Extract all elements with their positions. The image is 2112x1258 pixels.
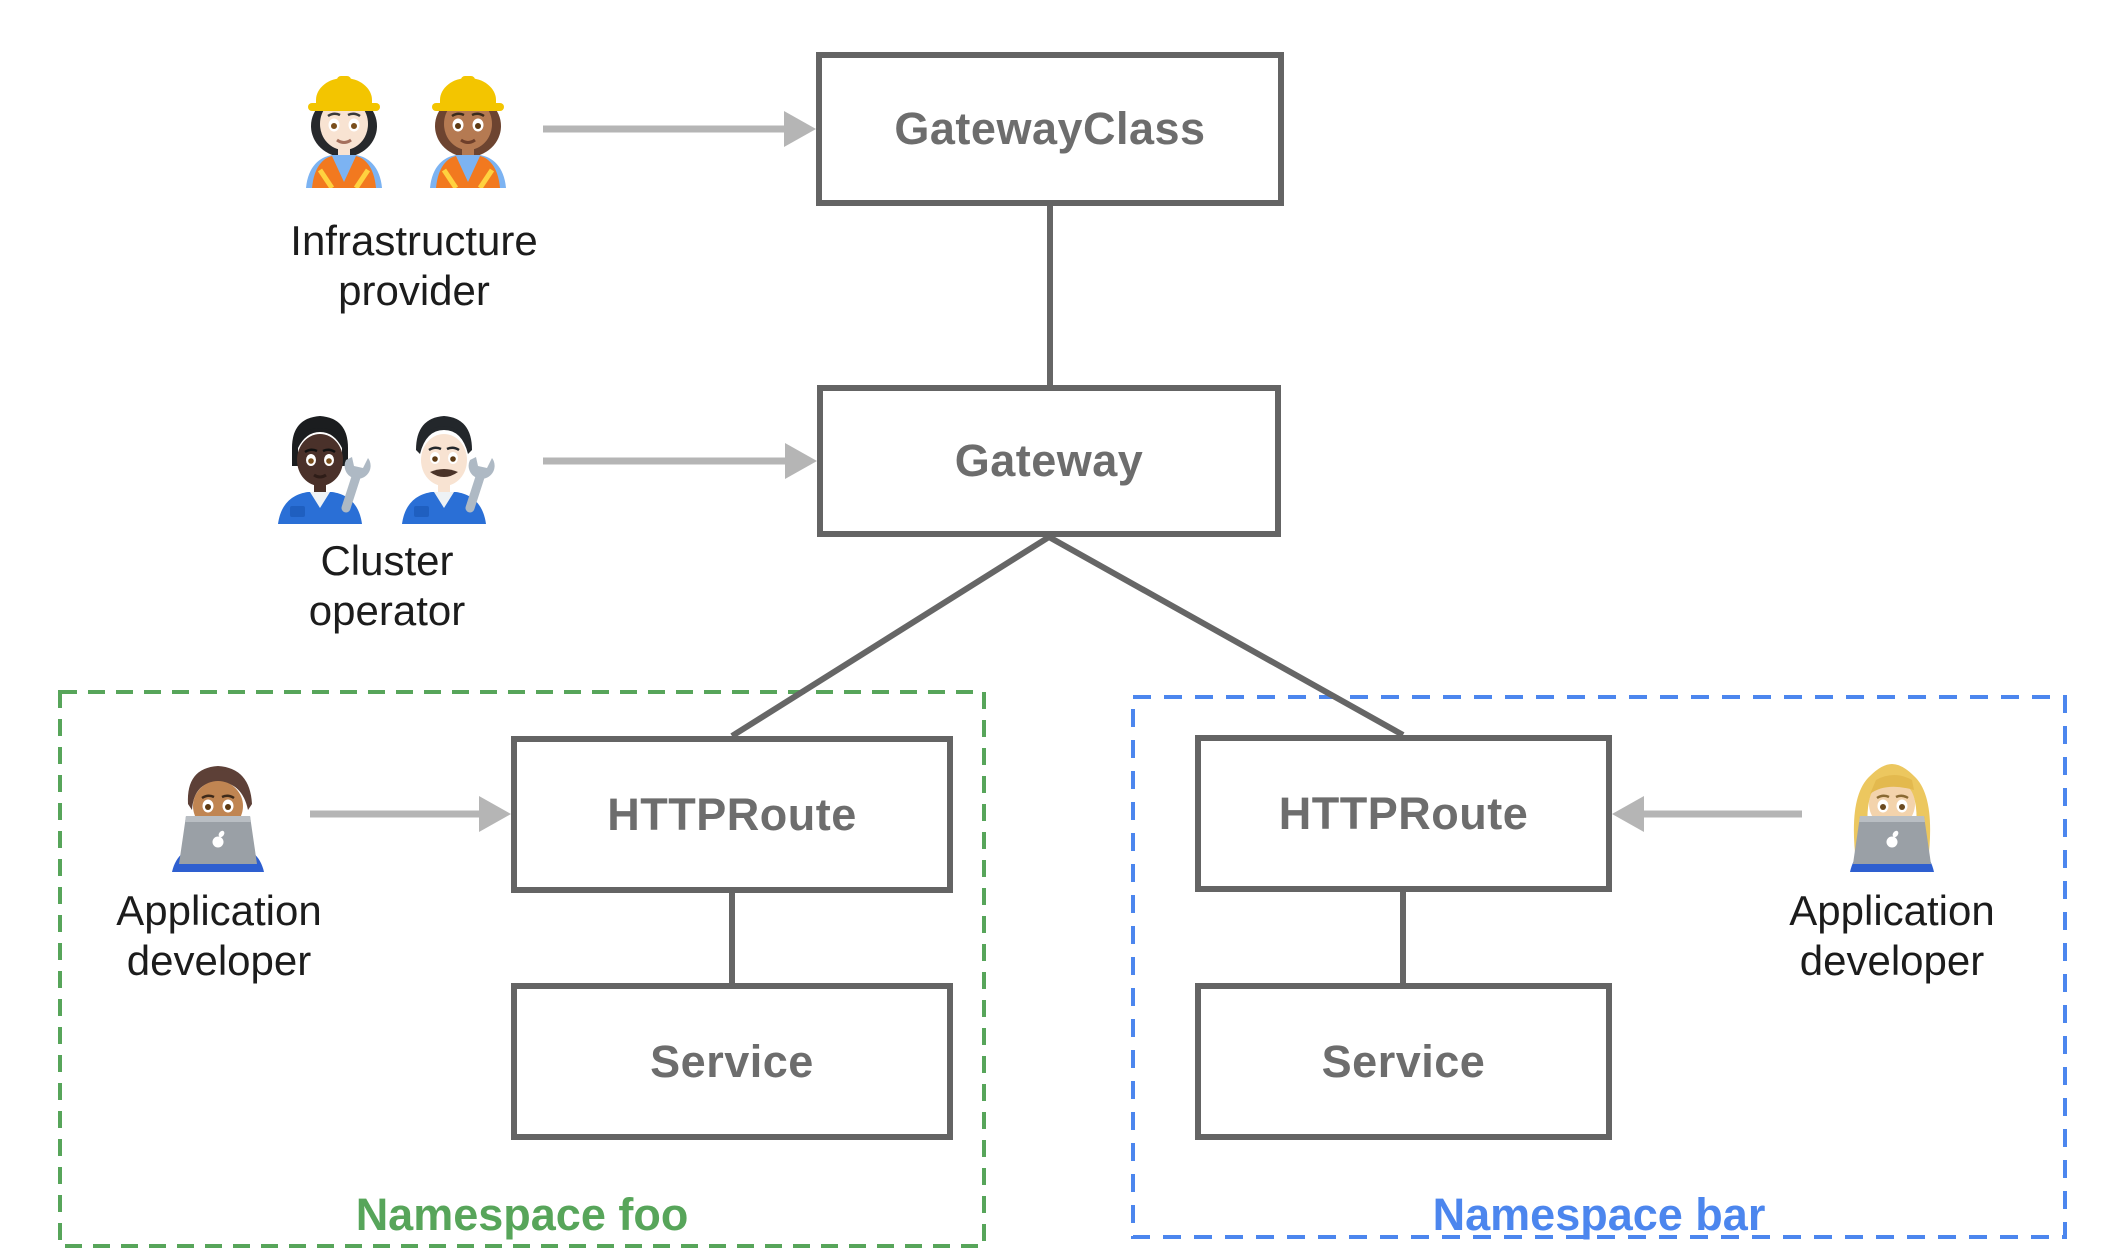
woman-construction-worker-medium-icon bbox=[430, 76, 506, 188]
infrastructure-provider-line2: provider bbox=[338, 267, 490, 314]
man-technologist-icon bbox=[172, 766, 264, 872]
arrow-developer-to-httproute-bar bbox=[1612, 796, 1802, 832]
node-service-foo: Service bbox=[511, 983, 953, 1140]
node-gatewayclass-label: GatewayClass bbox=[894, 103, 1206, 154]
cluster-operator-line2: operator bbox=[308, 587, 466, 634]
app-developer-foo-line2: developer bbox=[126, 937, 312, 984]
node-gateway: Gateway bbox=[817, 385, 1281, 537]
cluster-operator-label: Cluster operator bbox=[207, 536, 567, 636]
app-developer-foo-line1: Application bbox=[116, 887, 322, 934]
man-mechanic-light-icon bbox=[402, 416, 495, 524]
person-mechanic-dark-icon bbox=[278, 416, 371, 524]
node-service-foo-label: Service bbox=[650, 1035, 814, 1087]
connector-gateway-httproutes bbox=[730, 534, 1405, 739]
node-httproute-bar-label: HTTPRoute bbox=[1278, 787, 1529, 839]
app-developer-bar-label: Application developer bbox=[1712, 886, 2072, 986]
node-service-bar-label: Service bbox=[1321, 1035, 1486, 1087]
infrastructure-provider-label: Infrastructure provider bbox=[234, 216, 594, 316]
app-developer-foo-label: Application developer bbox=[39, 886, 399, 986]
woman-technologist-icon bbox=[1850, 764, 1934, 872]
node-gatewayclass: GatewayClass bbox=[816, 52, 1284, 206]
arrow-developer-to-httproute-foo bbox=[310, 796, 511, 832]
node-service-bar: Service bbox=[1195, 983, 1612, 1140]
infrastructure-provider-line1: Infrastructure bbox=[290, 217, 538, 264]
app-developer-bar-line1: Application bbox=[1789, 887, 1995, 934]
namespace-bar-label: Namespace bar bbox=[1432, 1189, 1766, 1240]
node-httproute-foo-label: HTTPRoute bbox=[607, 788, 857, 840]
node-httproute-foo: HTTPRoute bbox=[511, 736, 953, 893]
namespace-bar-boundary bbox=[1131, 695, 2067, 1239]
node-httproute-bar: HTTPRoute bbox=[1195, 735, 1612, 892]
cluster-operator-line1: Cluster bbox=[320, 537, 454, 584]
woman-construction-worker-light-icon bbox=[306, 76, 382, 188]
namespace-foo-label: Namespace foo bbox=[355, 1189, 689, 1240]
node-gateway-label: Gateway bbox=[954, 435, 1144, 486]
app-developer-bar-line2: developer bbox=[1799, 937, 1985, 984]
arrow-operator-to-gateway bbox=[543, 443, 817, 479]
arrow-infrastructure-to-gatewayclass bbox=[543, 111, 816, 147]
namespace-foo-boundary bbox=[58, 690, 986, 1248]
